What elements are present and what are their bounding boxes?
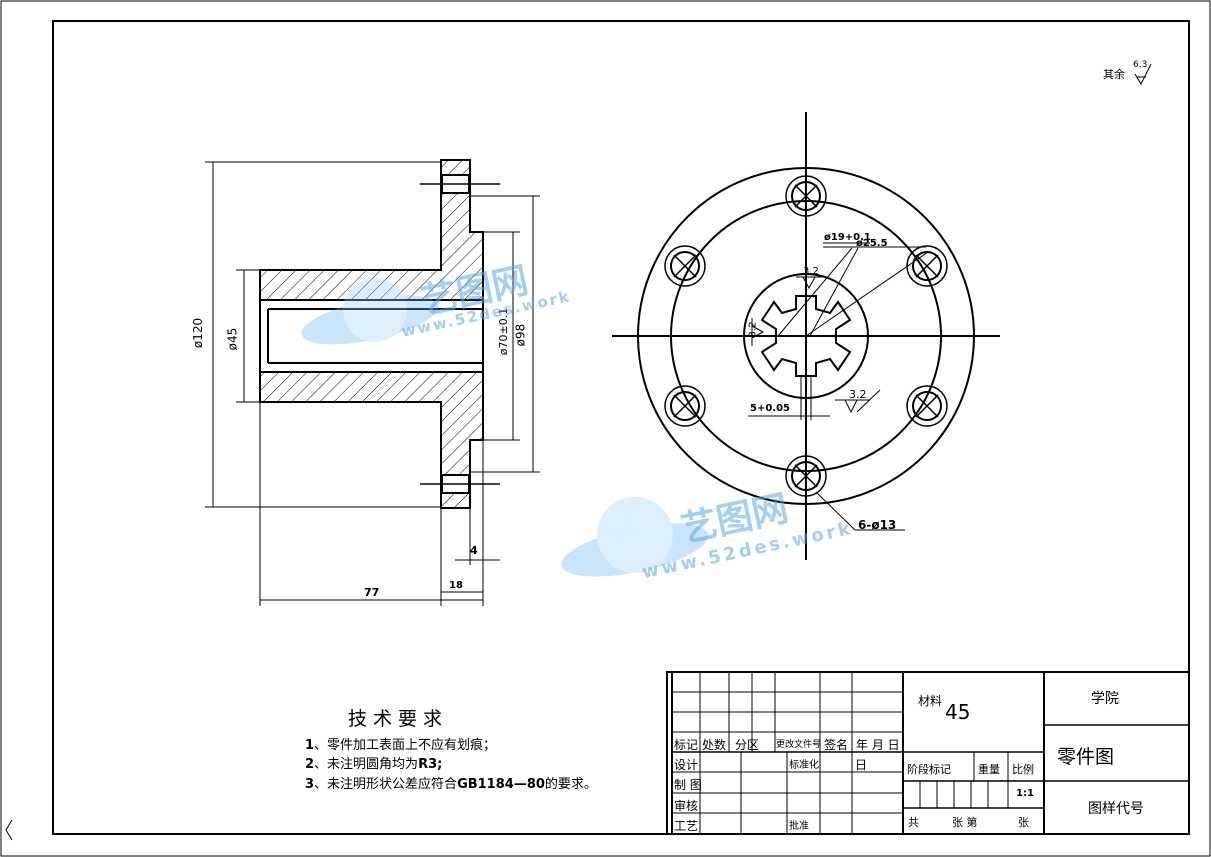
part-name: 零件图 — [1057, 746, 1115, 768]
requirements-title: 技术要求 — [348, 708, 449, 730]
row-mark: 标记 — [674, 738, 699, 752]
row-draw: 制 图 — [674, 778, 702, 792]
roughness-spline: 3.2 — [747, 321, 759, 338]
col-date: 年 月 日 — [856, 738, 900, 752]
front-leaders — [748, 242, 929, 531]
scale-value: 1:1 — [1016, 788, 1034, 799]
col-count: 处数 — [702, 738, 727, 752]
roughness-hub: 3.2 — [803, 266, 819, 277]
watermark-graphic — [301, 278, 709, 577]
stage-mark-label: 阶段标记 — [907, 763, 951, 776]
col-zone: 分区 — [735, 738, 760, 752]
standardization-label: 标准化 — [789, 760, 819, 771]
material-value: 45 — [945, 700, 971, 724]
requirement-3: 3、未注明形状公差应符合GB1184—80的要求。 — [305, 777, 597, 792]
weight-label: 重量 — [978, 763, 1000, 776]
dim-dia25: ø25.5 — [856, 238, 888, 249]
frame-border — [52, 20, 1190, 835]
roughness-value: 6.3 — [1133, 60, 1148, 70]
dim-dia98: ø98 — [513, 323, 528, 347]
dim-dia45: ø45 — [225, 327, 240, 351]
material-label: 材料 — [918, 694, 943, 708]
section-dimensions — [205, 161, 540, 606]
drawing-code-label: 图样代号 — [1088, 801, 1144, 817]
dim-holes: 6-ø13 — [858, 518, 897, 532]
roughness-key: 3.2 — [849, 388, 867, 401]
title-block — [666, 671, 1190, 835]
sheet-end-label: 张 — [1018, 816, 1029, 829]
requirement-1: 1、零件加工表面上不应有划痕； — [305, 738, 497, 753]
dim-len18: 18 — [449, 580, 463, 591]
section-view — [259, 159, 500, 509]
row-process: 工艺 — [674, 819, 699, 833]
dim-len4: 4 — [470, 544, 478, 557]
school-label: 学院 — [1091, 691, 1119, 707]
sheet-total-label: 共 — [908, 816, 919, 829]
dim-len77: 77 — [364, 586, 380, 599]
row-check: 审核 — [674, 799, 699, 813]
sheet-label: 张 第 — [952, 816, 978, 829]
approve-label: 批准 — [789, 821, 809, 832]
col-change-doc: 更改文件号 — [776, 740, 822, 750]
scale-label: 比例 — [1012, 763, 1034, 776]
requirement-2: 2、未注明圆角均为R3; — [305, 757, 443, 772]
dim-dia19: ø19+0.1 — [824, 232, 871, 243]
dim-dia120: ø120 — [191, 317, 206, 349]
col-sign: 签名 — [824, 738, 849, 752]
row-design: 设计 — [674, 758, 699, 772]
day-label: 日 — [855, 758, 868, 772]
dim-keyway: 5+0.05 — [750, 403, 791, 414]
roughness-label: 其余 — [1103, 68, 1125, 81]
